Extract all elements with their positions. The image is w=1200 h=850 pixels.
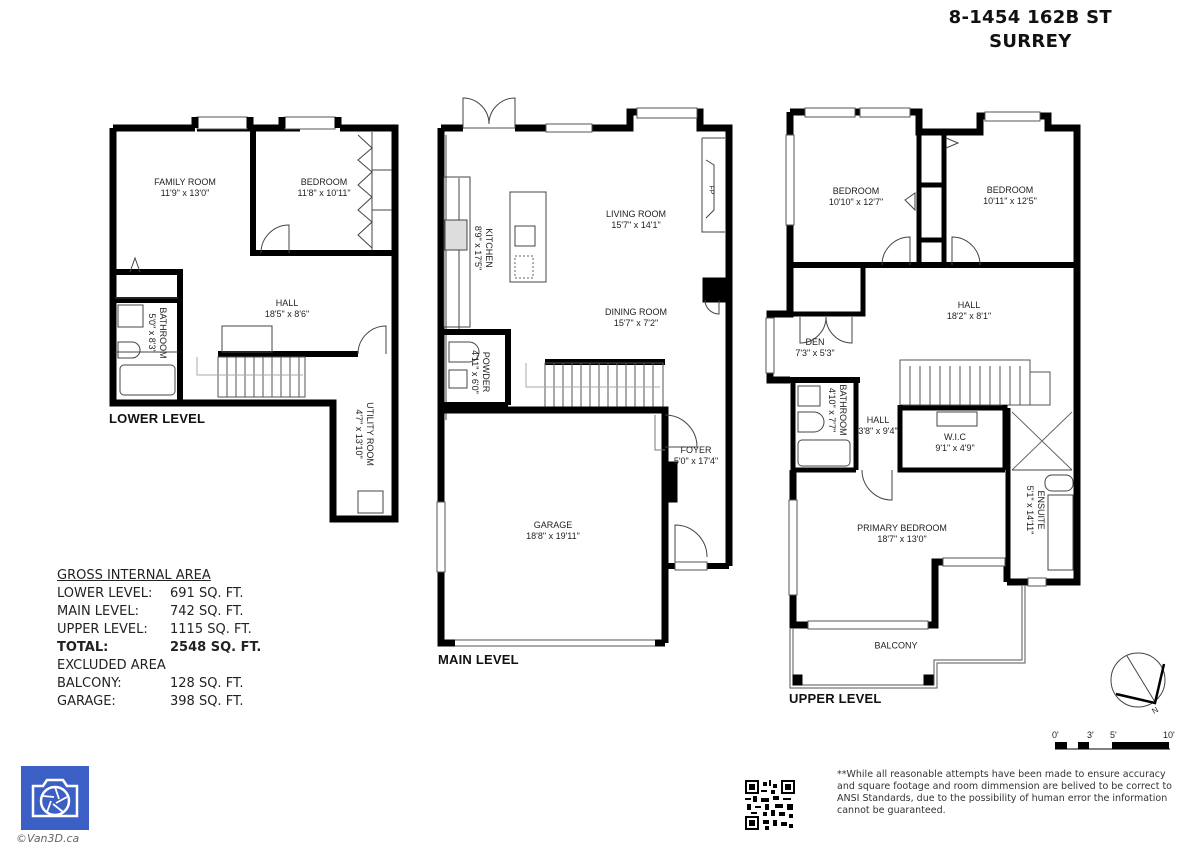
scale-tick-3: 3' bbox=[1087, 730, 1094, 740]
area-row-balcony: BALCONY:128 SQ. FT. bbox=[57, 676, 244, 691]
upper-level-plan bbox=[765, 107, 1081, 689]
property-address: 8-1454 162B ST SURREY bbox=[949, 6, 1112, 54]
compass-icon bbox=[1110, 652, 1166, 708]
area-row-total: TOTAL:2548 SQ. FT. bbox=[57, 640, 262, 655]
excluded-area-header: EXCLUDED AREA bbox=[57, 658, 166, 673]
scale-bar bbox=[1055, 742, 1170, 750]
address-line-2: SURREY bbox=[989, 31, 1072, 52]
area-row-upper: UPPER LEVEL:1115 SQ. FT. bbox=[57, 622, 252, 637]
camera-aperture-icon bbox=[31, 778, 79, 818]
area-row-lower: LOWER LEVEL:691 SQ. FT. bbox=[57, 586, 244, 601]
address-line-1: 8-1454 162B ST bbox=[948, 7, 1112, 28]
scale-tick-10: 10' bbox=[1163, 730, 1175, 740]
level-label-upper: UPPER LEVEL bbox=[789, 691, 882, 706]
level-label-lower: LOWER LEVEL bbox=[109, 411, 206, 426]
level-label-main: MAIN LEVEL bbox=[438, 652, 519, 667]
disclaimer-text: **While all reasonable attempts have bee… bbox=[837, 769, 1172, 816]
scale-tick-5: 5' bbox=[1110, 730, 1117, 740]
scale-tick-0: 0' bbox=[1052, 730, 1059, 740]
brand-logo bbox=[21, 766, 89, 830]
lower-level-plan bbox=[109, 116, 399, 523]
area-row-garage: GARAGE:398 SQ. FT. bbox=[57, 694, 244, 709]
area-summary-header: GROSS INTERNAL AREA bbox=[57, 568, 211, 583]
room-label-balcony: BALCONY bbox=[874, 640, 918, 651]
copyright-text: ©Van3D.ca bbox=[16, 832, 80, 845]
main-level-plan bbox=[436, 97, 733, 647]
area-row-main: MAIN LEVEL:742 SQ. FT. bbox=[57, 604, 244, 619]
compass-north-label: N bbox=[1150, 705, 1160, 716]
fireplace-label: FP bbox=[707, 185, 715, 195]
area-summary: GROSS INTERNAL AREA LOWER LEVEL:691 SQ. … bbox=[57, 567, 261, 711]
qr-code-icon bbox=[745, 780, 795, 830]
